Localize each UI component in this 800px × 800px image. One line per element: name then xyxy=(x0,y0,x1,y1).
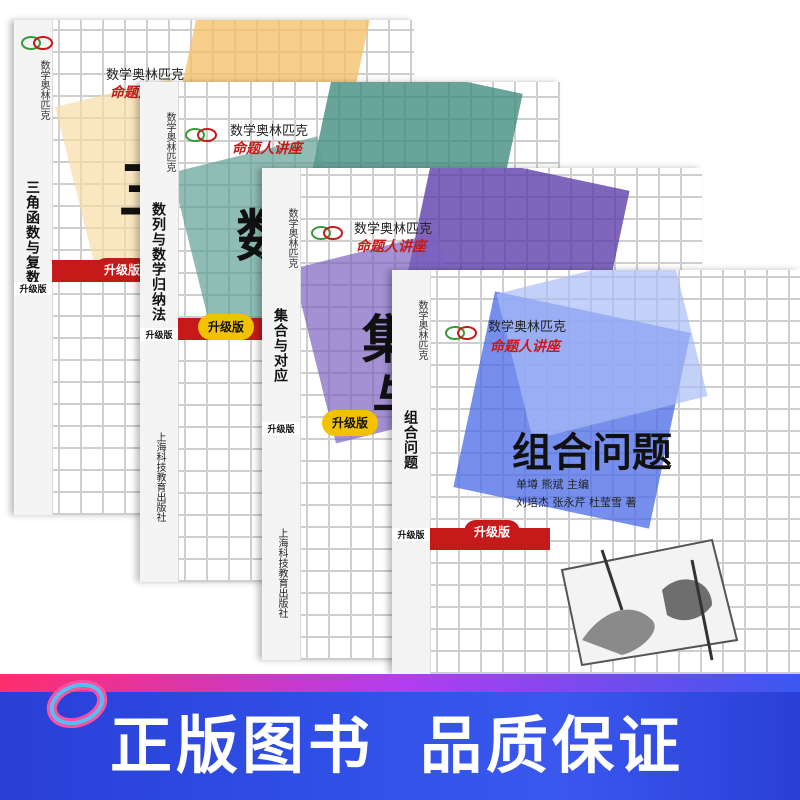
cover-authors: 刘培杰 张永芹 杜莹雪 著 xyxy=(516,496,637,509)
book-spine xyxy=(392,270,431,674)
spine-title: 集合与对应 xyxy=(272,308,288,383)
olympiad-logo-icon xyxy=(445,326,477,340)
spine-series: 数学奥林匹克 xyxy=(38,60,49,120)
book-combinatorics: 数学奥林匹克 组合问题 升级版 数学奥林匹克 命题人讲座 组合问题 单墫 熊斌 … xyxy=(392,270,800,674)
book-spine xyxy=(262,168,301,660)
promo-banner xyxy=(0,674,800,800)
spine-series: 数学奥林匹克 xyxy=(416,300,427,360)
cover-series: 数学奥林匹克 xyxy=(488,320,567,335)
upgrade-badge: 升级版 xyxy=(198,314,255,340)
cover-lecture: 命题人讲座 xyxy=(356,239,426,255)
spine-title: 组合问题 xyxy=(402,410,418,470)
upgrade-badge: 升级版 xyxy=(322,410,379,436)
spine-upgrade: 升级版 xyxy=(262,422,300,435)
spine-upgrade: 升级版 xyxy=(14,282,52,295)
olympiad-logo-icon xyxy=(185,128,217,142)
upgrade-badge: 升级版 xyxy=(464,520,521,544)
cover-series: 数学奥林匹克 xyxy=(354,222,433,237)
spine-publisher: 上海科技教育出版社 xyxy=(276,528,287,618)
cover-lecture: 命题人讲座 xyxy=(490,339,560,355)
olympiad-logo-icon xyxy=(21,36,53,50)
spine-title: 数列与数学归纳法 xyxy=(150,202,166,322)
logo-ring-icon xyxy=(46,679,108,729)
banner-text-right: 品质保证 xyxy=(420,709,685,782)
spine-series: 数学奥林匹克 xyxy=(286,208,297,268)
spine-title: 三角函数与复数 xyxy=(24,180,40,285)
olympiad-logo-icon xyxy=(311,226,343,240)
drawing-hands-illustration xyxy=(560,538,739,667)
book-spine xyxy=(14,20,53,515)
cover-title: 组合问题 xyxy=(512,430,672,476)
cover-series: 数学奥林匹克 xyxy=(230,124,309,139)
spine-series: 数学奥林匹克 xyxy=(164,112,175,172)
cover-series: 数学奥林匹克 xyxy=(106,68,185,83)
cover-lecture: 命题人讲座 xyxy=(232,141,302,157)
spine-upgrade: 升级版 xyxy=(392,528,430,541)
banner-text-left: 正版图书 xyxy=(110,709,375,782)
spine-publisher: 上海科技教育出版社 xyxy=(154,432,165,522)
spine-upgrade: 升级版 xyxy=(140,328,178,341)
cover-editors: 单墫 熊斌 主编 xyxy=(516,478,589,491)
banner-stripe xyxy=(0,674,800,692)
